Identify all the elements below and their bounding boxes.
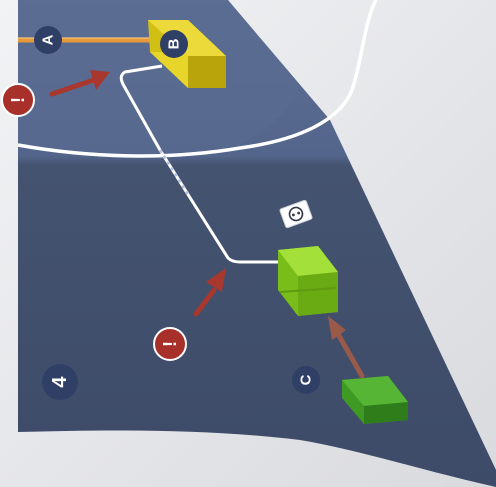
warning-badge-bottom: !	[153, 327, 187, 361]
step-number-badge: 4	[42, 364, 78, 400]
callout-c-label: C	[298, 374, 315, 385]
callout-c: C	[292, 366, 320, 394]
step-number-label: 4	[49, 376, 71, 388]
power-outlet-icon	[279, 199, 313, 229]
green-device	[278, 246, 338, 316]
callout-b: B	[160, 30, 188, 58]
callout-b-label: B	[166, 38, 183, 49]
exclamation-icon: !	[160, 341, 180, 347]
warning-arrow-bottom	[193, 268, 226, 317]
exclamation-icon: !	[8, 97, 28, 103]
callout-a: A	[34, 26, 62, 54]
callout-a-label: A	[40, 34, 57, 45]
warning-badge-top: !	[1, 83, 35, 117]
zone-boundary-line	[17, 0, 378, 158]
warning-arrow-top	[49, 70, 110, 97]
power-adapter-c	[342, 376, 408, 424]
connect-arrow	[328, 316, 365, 379]
